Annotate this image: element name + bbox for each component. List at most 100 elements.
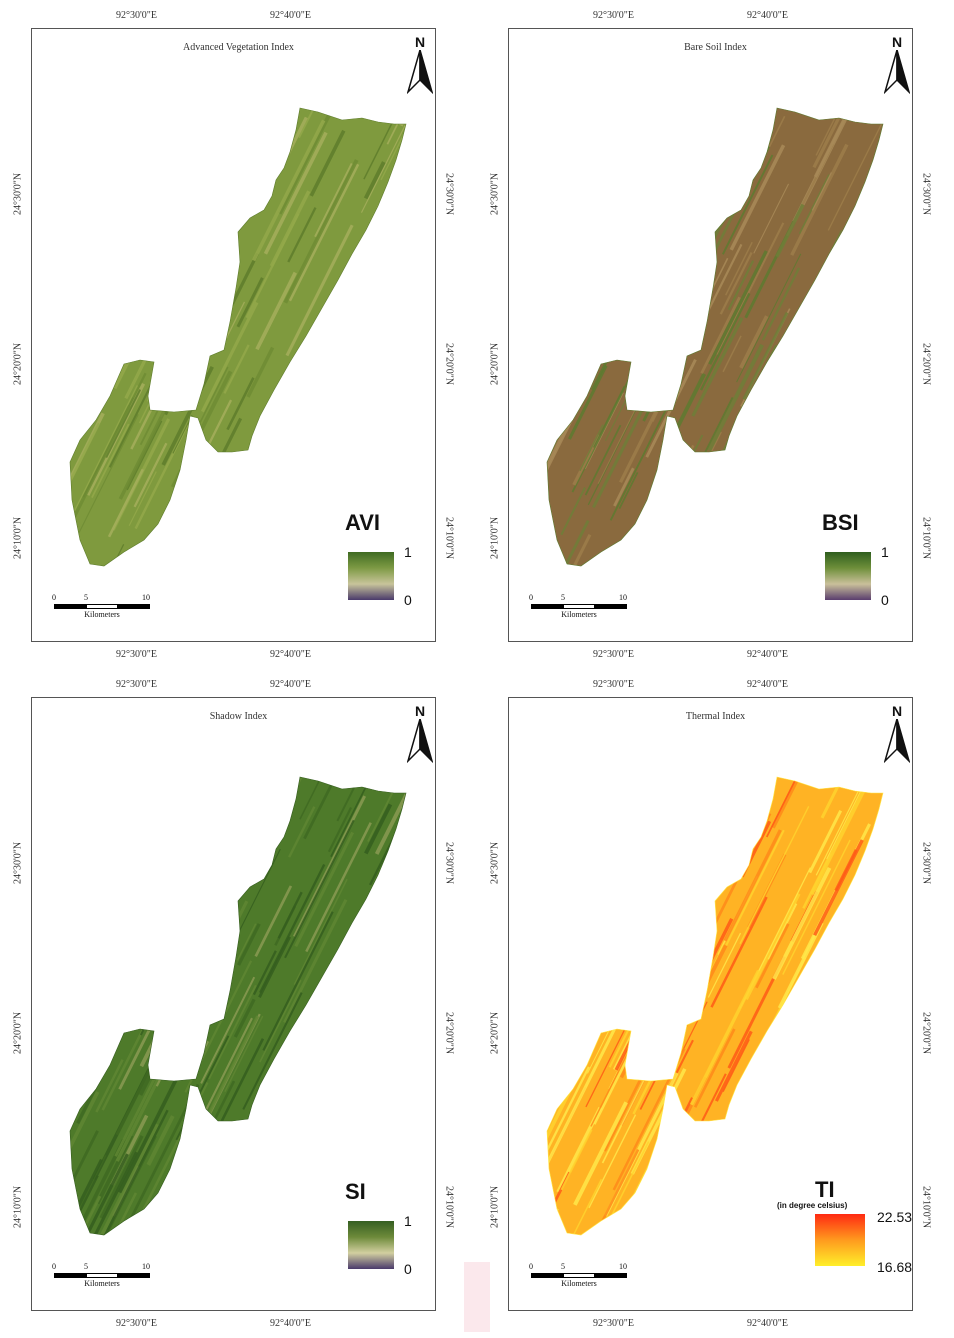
terrain-stripe (828, 924, 883, 1047)
terrain-stripe (660, 108, 696, 164)
terrain-stripe (258, 936, 291, 998)
terrain-stripe (547, 855, 584, 952)
lon-label-bottom-0: 92°30'0"E (593, 649, 634, 660)
terrain-stripe (552, 1178, 603, 1235)
terrain-stripe (284, 819, 355, 959)
terrain-stripe (242, 992, 303, 1110)
terrain-stripe (707, 932, 742, 998)
terrain-stripe (547, 839, 591, 975)
terrain-stripe (70, 1025, 80, 1078)
terrain-stripe (359, 251, 406, 381)
scale-tick-1: 5 (84, 1262, 88, 1271)
terrain-stripe (659, 108, 733, 241)
terrain-stripe (278, 527, 305, 566)
terrain-stripe (150, 195, 224, 338)
lon-label-bottom-0: 92°30'0"E (116, 1318, 157, 1329)
study-area-map (69, 776, 407, 1236)
scale-unit: Kilometers (561, 1279, 597, 1288)
terrain-stripe (304, 977, 370, 1104)
terrain-stripe (70, 258, 128, 378)
terrain-stripe (181, 108, 256, 208)
terrain-stripe (719, 251, 753, 315)
terrain-stripe (657, 454, 681, 499)
lon-label-top-1: 92°40'0"E (747, 10, 788, 21)
lon-label-bottom-1: 92°40'0"E (747, 1318, 788, 1329)
lon-label-top-0: 92°30'0"E (593, 10, 634, 21)
terrain-stripe (236, 277, 264, 328)
terrain-stripe (604, 398, 628, 442)
terrain-stripe (81, 826, 125, 911)
terrain-stripe (172, 822, 210, 894)
terrain-stripe (303, 777, 350, 840)
terrain-stripe (348, 368, 406, 484)
lon-label-bottom-0: 92°30'0"E (593, 1318, 634, 1329)
terrain-stripe (609, 777, 681, 891)
terrain-stripe (743, 1051, 785, 1130)
terrain-stripe (844, 1103, 869, 1151)
north-arrow-icon: N (405, 34, 435, 96)
terrain-stripe (70, 294, 100, 421)
terrain-stripe (560, 487, 586, 536)
terrain-stripe (673, 1116, 732, 1228)
terrain-stripe (364, 803, 393, 855)
terrain-stripe (592, 410, 643, 509)
terrain-stripe (70, 422, 101, 514)
terrain-stripe (794, 328, 818, 372)
terrain-stripe (334, 334, 372, 405)
terrain-stripe (241, 108, 279, 148)
terrain-stripe (858, 1086, 883, 1209)
terrain-stripe (143, 974, 166, 1017)
terrain-stripe (176, 133, 216, 210)
terrain-stripe (725, 829, 785, 946)
terrain-stripe (137, 309, 162, 355)
terrain-stripe (614, 925, 690, 1071)
terrain-stripe (166, 157, 206, 231)
terrain-stripe (851, 215, 881, 271)
terrain-stripe (172, 1186, 234, 1235)
terrain-stripe (73, 108, 137, 169)
terrain-stripe (680, 108, 748, 186)
terrain-stripe (174, 245, 199, 291)
terrain-stripe (305, 822, 372, 953)
terrain-stripe (718, 108, 749, 138)
terrain-stripe (224, 1015, 264, 1093)
terrain-stripe (767, 903, 798, 960)
terrain-stripe (708, 250, 768, 365)
terrain-stripe (722, 1039, 750, 1093)
terrain-stripe (102, 777, 127, 802)
terrain-stripe (187, 470, 218, 527)
region-outline (69, 776, 407, 1236)
terrain-stripe (289, 517, 319, 566)
terrain-stripe (593, 386, 625, 448)
terrain-stripe (164, 341, 204, 416)
background-stripe (464, 1262, 490, 1332)
north-label: N (414, 703, 426, 719)
legend-min: 0 (404, 1261, 412, 1277)
terrain-stripe (791, 317, 839, 412)
terrain-stripe (139, 930, 194, 1036)
scale-tick-0: 0 (52, 1262, 56, 1271)
terrain-stripe (154, 108, 211, 206)
lon-label-top-1: 92°40'0"E (270, 10, 311, 21)
terrain-stripe (212, 108, 264, 164)
terrain-stripe (99, 1135, 144, 1219)
study-area-map (546, 776, 884, 1236)
terrain-stripe (746, 442, 783, 511)
terrain-stripe (547, 519, 590, 566)
terrain-stripe (547, 932, 565, 974)
north-arrow-icon: N (405, 703, 435, 765)
terrain-stripe (707, 343, 764, 452)
terrain-stripe (812, 250, 878, 380)
legend-title: TI (815, 1177, 835, 1202)
terrain-stripe (366, 425, 390, 468)
terrain-stripe (741, 1047, 792, 1142)
terrain-stripe (723, 829, 782, 942)
terrain-stripe (294, 831, 355, 947)
terrain-stripe (224, 108, 267, 157)
terrain-stripe (755, 414, 804, 507)
terrain-stripe (786, 508, 812, 554)
terrain-stripe (287, 207, 317, 263)
terrain-stripe (620, 799, 668, 889)
